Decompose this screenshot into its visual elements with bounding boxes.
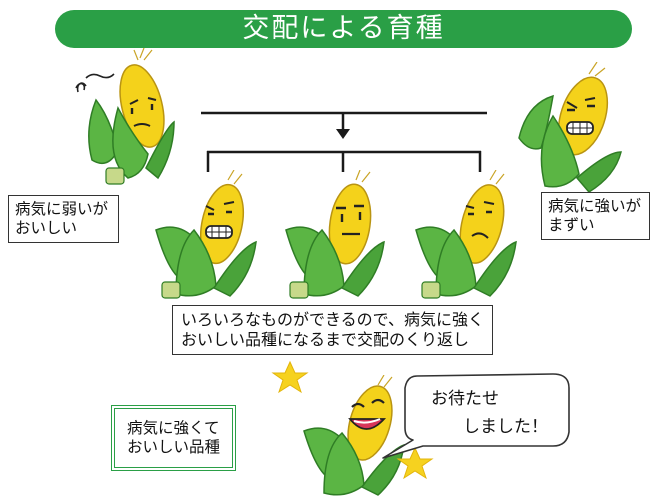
speech-line2: しました！ bbox=[463, 417, 548, 437]
result-label-line1: 病気に強くて bbox=[127, 419, 220, 437]
result-label: 病気に強くて おいしい品種 bbox=[111, 405, 237, 471]
speech-line1: お待たせ bbox=[431, 389, 499, 409]
star-icon bbox=[396, 446, 434, 480]
process-note-line1: いろいろなものができるので、病気に強く bbox=[181, 310, 485, 329]
offspring-corn-3 bbox=[415, 170, 517, 299]
speech-bubble: お待たせ しました！ bbox=[375, 368, 573, 464]
process-note: いろいろなものができるので、病気に強く おいしい品種になるまで交配のくり返し bbox=[172, 305, 494, 355]
parent-right-corn bbox=[518, 62, 622, 193]
parent-right-label: 病気に強いが まずい bbox=[541, 192, 651, 240]
process-note-line2: おいしい品種になるまで交配のくり返し bbox=[181, 330, 470, 349]
parent-right-label-line1: 病気に強いが bbox=[548, 197, 642, 215]
parent-left-label: 病気に弱いが おいしい bbox=[8, 195, 120, 243]
down-arrow-icon bbox=[336, 129, 350, 139]
offspring-corn-2 bbox=[285, 170, 385, 299]
diagram-title: 交配による育種 bbox=[55, 10, 632, 48]
worry-mark-icon bbox=[75, 82, 87, 93]
speech-bubble-shape bbox=[382, 373, 570, 459]
parent-left-corn bbox=[75, 48, 175, 185]
result-label-line2: おいしい品種 bbox=[127, 438, 221, 456]
parent-left-label-line1: 病気に弱いが bbox=[15, 200, 109, 218]
parent-right-label-line2: まずい bbox=[548, 216, 595, 234]
star-icon bbox=[271, 360, 309, 394]
parent-left-label-line2: おいしい bbox=[15, 219, 78, 237]
offspring-corn-1 bbox=[155, 170, 257, 299]
result-corn bbox=[303, 375, 405, 496]
